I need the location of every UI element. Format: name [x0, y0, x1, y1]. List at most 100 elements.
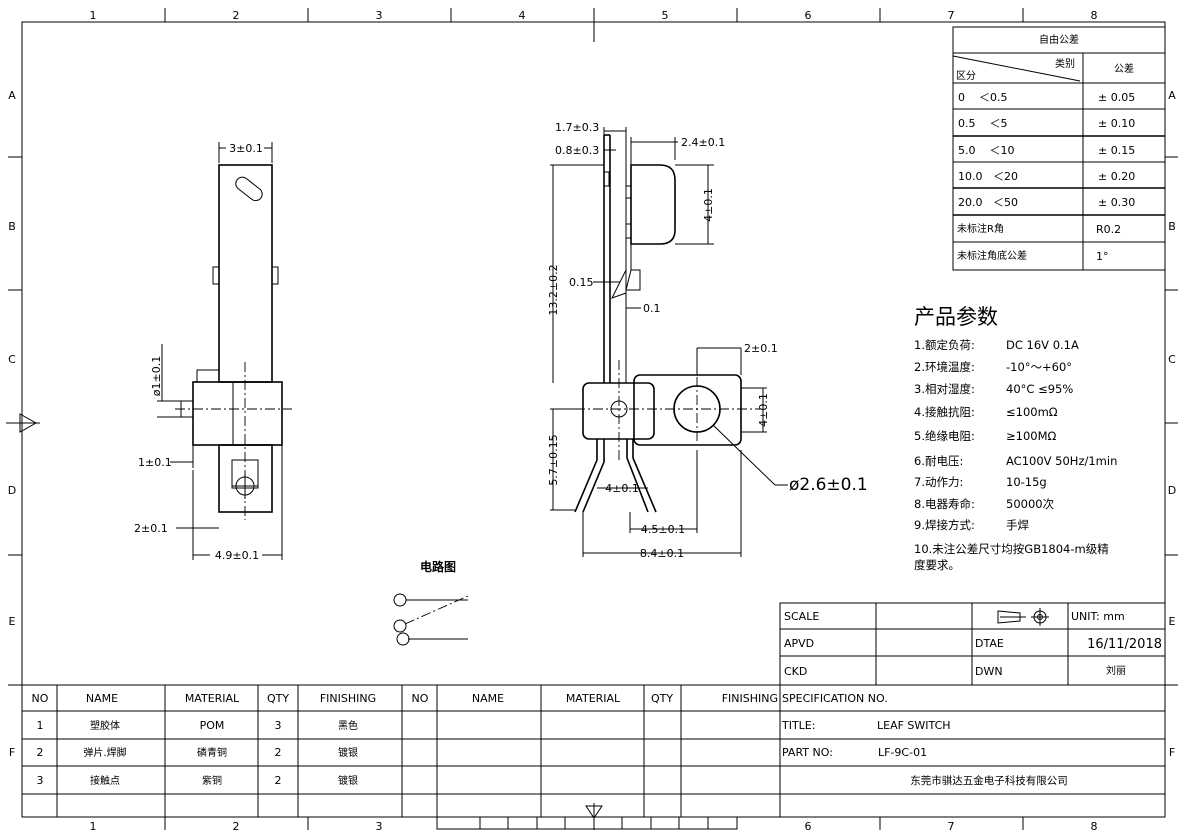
- bom-cell: 弹片.焊脚: [83, 746, 126, 759]
- bom-cell: 紫铜: [202, 775, 222, 787]
- dim-text: 2±0.1: [744, 342, 778, 355]
- bom-cell: 磷青铜: [197, 746, 227, 759]
- bom-header: NO: [32, 692, 49, 705]
- tolerance-range: 10.0 ＜20: [958, 170, 1018, 183]
- bom-header: MATERIAL: [185, 692, 240, 705]
- col-label: 6: [805, 9, 812, 22]
- ckd-label: CKD: [784, 665, 807, 678]
- dim-text: 4.9±0.1: [215, 549, 259, 562]
- unit-label: UNIT: mm: [1071, 610, 1125, 623]
- col-label: 2: [233, 820, 240, 833]
- bom-cell: 黑色: [338, 719, 358, 732]
- tolerance-value: ± 0.20: [1098, 170, 1135, 183]
- left-view-part: [175, 164, 292, 520]
- row-label: C: [1168, 353, 1176, 366]
- param-label: 3.相对湿度:: [914, 382, 975, 396]
- bom-text: NO NAME MATERIAL QTY FINISHING NO NAME M…: [32, 692, 778, 787]
- right-view-dims: [550, 127, 788, 557]
- part-value: LF-9C-01: [878, 746, 927, 759]
- tolerance-header-range: 区分: [956, 70, 976, 82]
- frame-labels: 1 2 3 4 5 6 7 8 1 2 3 6 7 8 A B C D E F …: [8, 9, 1176, 833]
- bom-cell: 3: [37, 774, 44, 787]
- company-name: 东莞市骐达五金电子科技有限公司: [910, 774, 1068, 787]
- col-label: 7: [948, 9, 955, 22]
- dim-text: 0.15: [569, 276, 594, 289]
- row-label: E: [9, 615, 16, 628]
- right-view-part: [574, 134, 760, 513]
- part-label: PART NO:: [782, 746, 833, 759]
- dim-text: ø2.6±0.1: [789, 475, 868, 495]
- tolerance-table: [952, 26, 1166, 271]
- bom-cell: 2: [37, 746, 44, 759]
- dim-text: 13.2±0.2: [547, 264, 560, 315]
- dim-text: 4.5±0.1: [641, 523, 685, 536]
- bom-header: QTY: [267, 692, 289, 705]
- tolerance-range: 20.0 ＜50: [958, 196, 1018, 209]
- row-label: C: [8, 353, 16, 366]
- apvd-label: APVD: [784, 637, 814, 650]
- dim-text: 5.7±0.15: [547, 434, 560, 485]
- row-label: D: [1168, 484, 1176, 497]
- tolerance-header-category: 类别: [1055, 57, 1075, 70]
- bom-header: NO: [412, 692, 429, 705]
- param-label: 6.耐电压:: [914, 454, 963, 468]
- param-value: ≥100MΩ: [1006, 429, 1057, 443]
- bom-cell: 接触点: [90, 774, 120, 787]
- bom-cell: 2: [275, 774, 282, 787]
- dim-text: ø1±0.1: [150, 356, 163, 396]
- row-label: F: [9, 746, 15, 759]
- tolerance-range: 0 ＜0.5: [958, 91, 1007, 104]
- circuit-label: 电路图: [420, 559, 456, 574]
- title-block: [779, 602, 1166, 818]
- col-label: 3: [376, 820, 383, 833]
- tolerance-range: 0.5 ＜5: [958, 117, 1007, 130]
- col-label: 1: [90, 820, 97, 833]
- bom-cell: 镀银: [338, 774, 358, 787]
- param-value: ≤100mΩ: [1006, 405, 1058, 419]
- tolerance-value: ± 0.15: [1098, 144, 1135, 157]
- dim-text: 1.7±0.3: [555, 121, 599, 134]
- param-value: -10°～+60°: [1006, 360, 1072, 374]
- param-value: AC100V 50Hz/1min: [1006, 454, 1117, 468]
- title-value: LEAF SWITCH: [877, 719, 951, 732]
- dim-text: 8.4±0.1: [640, 547, 684, 560]
- dim-text: 3±0.1: [229, 142, 263, 155]
- param-note: 10.未注公差尺寸均按GB1804-m级精: [914, 542, 1109, 556]
- title-block-text: SCALE UNIT: mm APVD DTAE 16/11/2018 CKD …: [781, 610, 1162, 787]
- col-label: 5: [662, 9, 669, 22]
- tolerance-value: ± 0.30: [1098, 196, 1135, 209]
- row-label: A: [1168, 89, 1176, 102]
- dim-text: 2.4±0.1: [681, 136, 725, 149]
- param-value: DC 16V 0.1A: [1006, 338, 1079, 352]
- drawn-by: 刘丽: [1106, 665, 1126, 677]
- dim-text: 2±0.1: [134, 522, 168, 535]
- bom-header: MATERIAL: [566, 692, 621, 705]
- row-label: D: [8, 484, 16, 497]
- param-value: 10-15g: [1006, 475, 1047, 489]
- col-label: 8: [1091, 820, 1098, 833]
- col-label: 3: [376, 9, 383, 22]
- tolerance-range: 未标注R角: [957, 222, 1004, 235]
- param-label: 7.动作力:: [914, 475, 963, 489]
- tolerance-table-text: 自由公差 类别 区分 公差 0 ＜0.5 ± 0.05 0.5 ＜5 ± 0.1…: [956, 33, 1135, 263]
- left-view-dim-text: 3±0.1 ø1±0.1 1±0.1 2±0.1 4.9±0.1: [134, 142, 263, 562]
- spec-label: SPECIFICATION NO.: [782, 692, 888, 705]
- dim-text: 0.1: [643, 302, 661, 315]
- bom-header: NAME: [86, 692, 118, 705]
- dim-text: 0.8±0.3: [555, 144, 599, 157]
- bom-cell: 2: [275, 746, 282, 759]
- title-label: TITLE:: [781, 719, 815, 732]
- row-label: F: [1169, 746, 1175, 759]
- circuit-diagram: 电路图: [393, 559, 469, 646]
- param-value: 40°C ≤95%: [1006, 382, 1073, 396]
- col-label: 6: [805, 820, 812, 833]
- param-label: 8.电器寿命:: [914, 497, 975, 511]
- bom-table: [21, 684, 781, 818]
- col-label: 2: [233, 9, 240, 22]
- row-label: E: [1169, 615, 1176, 628]
- bom-cell: 镀银: [338, 746, 358, 759]
- tolerance-title: 自由公差: [1039, 33, 1079, 46]
- dwn-label: DWN: [975, 665, 1003, 678]
- param-label: 5.绝缘电阻:: [914, 429, 975, 443]
